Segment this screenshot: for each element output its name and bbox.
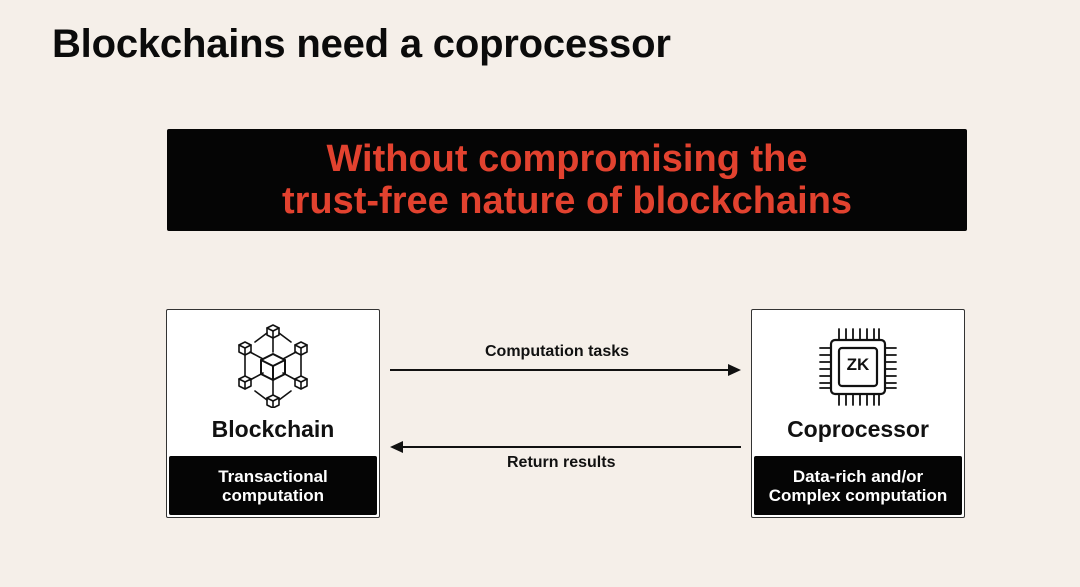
banner-line-2: trust-free nature of blockchains bbox=[281, 180, 853, 222]
blockchain-node: Blockchain Transactional computation bbox=[166, 309, 380, 518]
back-arrow-label: Return results bbox=[507, 454, 616, 471]
coprocessor-node: ZK Coprocessor Data-rich and/or Complex … bbox=[751, 309, 965, 518]
zk-chip-label: ZK bbox=[846, 355, 870, 374]
blockchain-label: Blockchain bbox=[211, 416, 335, 442]
slide-title: Blockchains need a coprocessor bbox=[52, 22, 671, 66]
zk-chip-icon: ZK bbox=[817, 326, 899, 413]
blockchain-network-icon bbox=[233, 324, 313, 413]
forward-arrow bbox=[390, 364, 741, 376]
blockchain-footer-line-2: computation bbox=[222, 485, 324, 505]
forward-arrow-label: Computation tasks bbox=[485, 343, 630, 360]
back-arrow bbox=[390, 441, 741, 453]
coprocessor-label: Coprocessor bbox=[787, 416, 929, 442]
banner: Without compromising the trust-free natu… bbox=[167, 129, 967, 231]
blockchain-footer-line-1: Transactional bbox=[218, 466, 328, 486]
blockchain-footer: Transactional computation bbox=[169, 456, 377, 515]
coprocessor-footer-line-1: Data-rich and/or bbox=[792, 466, 924, 486]
coprocessor-footer: Data-rich and/or Complex computation bbox=[754, 456, 962, 515]
banner-line-1: Without compromising the bbox=[326, 138, 808, 180]
coprocessor-footer-line-2: Complex computation bbox=[768, 485, 948, 505]
